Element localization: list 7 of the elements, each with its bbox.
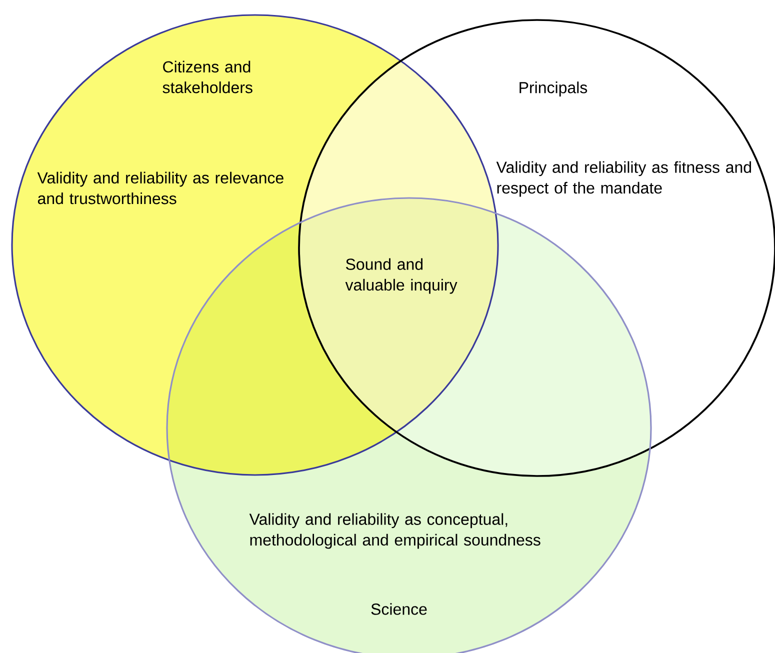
circle-label: Science — [371, 603, 427, 615]
circle-label: Validity and reliability as conceptual, methodological and empirical soundness — [249, 513, 540, 549]
circle-label: Principals — [520, 82, 588, 96]
circle-label: Validity and reliability as fitness and respect of the mandate — [496, 161, 751, 197]
circle-label: Validity and reliability as relevance and trustworthiness — [37, 172, 284, 204]
overlap-label: Sound and valuable inquiry — [345, 258, 458, 294]
circle-label: Citizens and stakeholders — [162, 60, 252, 94]
